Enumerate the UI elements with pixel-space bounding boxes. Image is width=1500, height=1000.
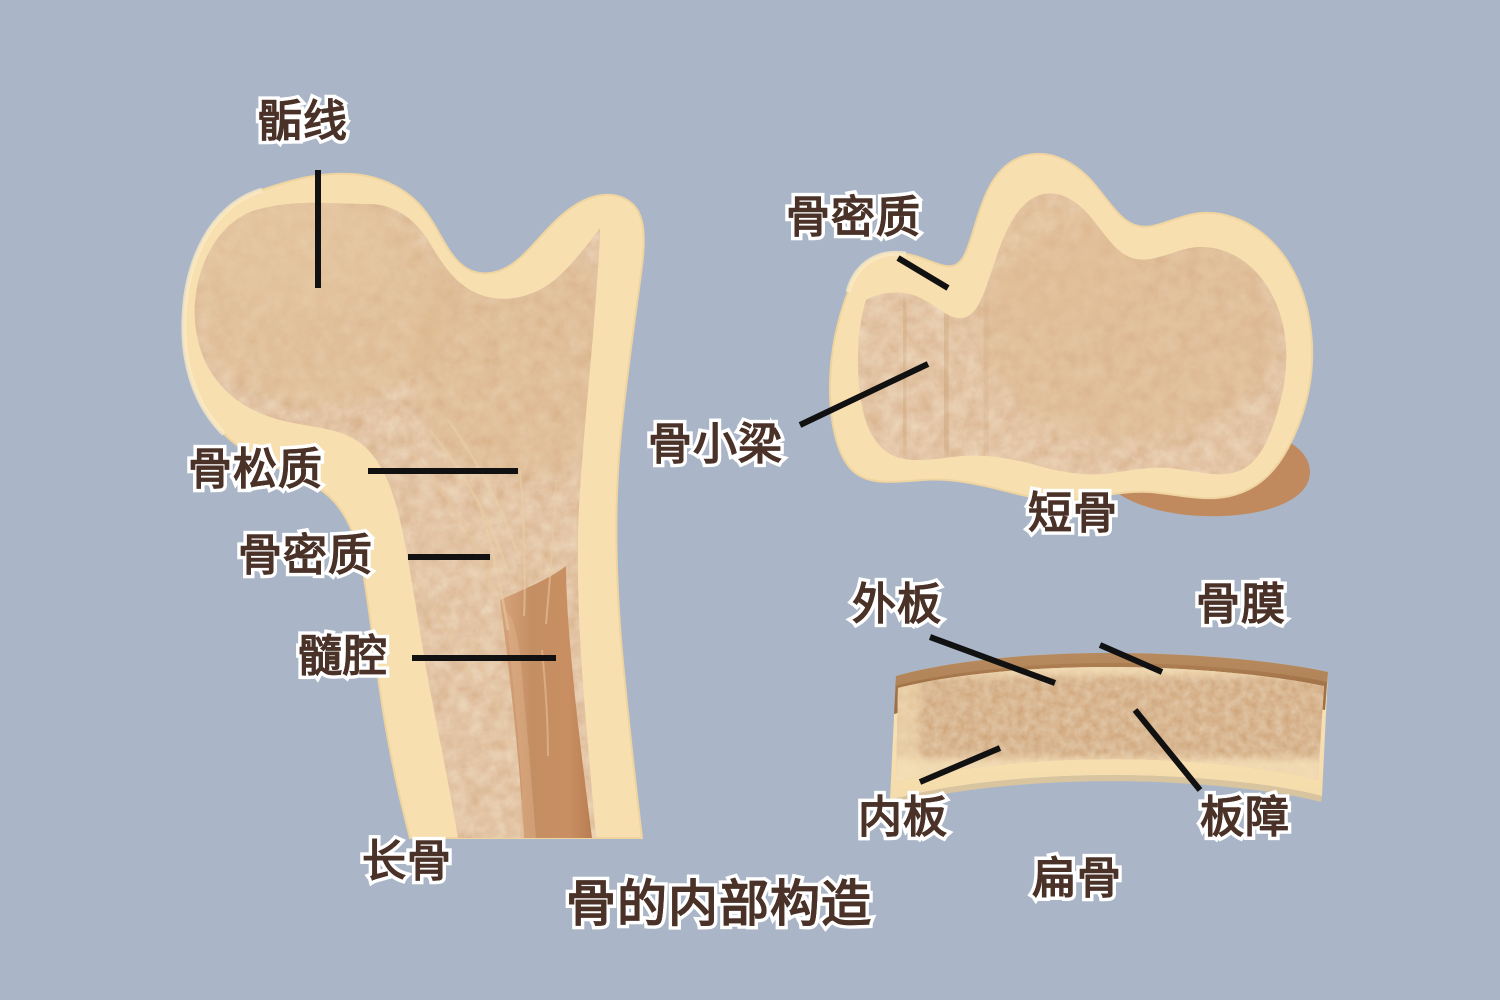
label-marrow-cavity-text: 髓腔 (298, 632, 388, 681)
caption-flat-bone-stroke: 扁骨 (1029, 853, 1125, 904)
leader-outer-table (928, 634, 1057, 686)
label-compact-bone-short-text: 骨密质 (786, 193, 921, 242)
label-diploe-text: 板障 (1200, 793, 1290, 842)
leader-short-compact (896, 255, 950, 291)
label-compact-bone-short-stroke: 骨密质 (783, 192, 924, 243)
label-outer-table-stroke: 外板 (849, 579, 945, 630)
label-trabecula-text: 骨小梁 (648, 420, 783, 469)
label-spongy-bone-text: 骨松质 (188, 445, 323, 494)
label-periosteum-stroke: 骨膜 (1193, 579, 1289, 630)
label-spongy-bone-stroke: 骨松质 (185, 444, 326, 495)
caption-short-bone-stroke: 短骨 (1025, 488, 1121, 539)
caption-short-bone-text: 短骨 (1028, 489, 1118, 538)
label-compact-bone-long-stroke: 骨密质 (235, 530, 376, 581)
label-epiphyseal-line-stroke: 骺线 (255, 96, 351, 147)
leader-trabecula (798, 361, 930, 428)
label-outer-table-text: 外板 (852, 580, 942, 629)
label-compact-bone-long-text: 骨密质 (238, 531, 373, 580)
leader-lines (315, 170, 1203, 792)
figure-title-text: 骨的内部构造 (566, 876, 872, 932)
long-bone-graphic (181, 172, 645, 839)
label-diploe-stroke: 板障 (1197, 792, 1293, 843)
label-periosteum-text: 骨膜 (1196, 580, 1286, 629)
leader-periosteum (1098, 642, 1164, 675)
caption-flat-bone-text: 扁骨 (1032, 854, 1122, 903)
short-bone-graphic (828, 152, 1314, 517)
label-inner-table-stroke: 内板 (855, 792, 951, 843)
flat-bone-graphic (889, 652, 1328, 806)
label-marrow-cavity-stroke: 髓腔 (295, 631, 391, 682)
caption-long-bone-stroke: 长骨 (359, 836, 455, 887)
label-epiphyseal-line-text: 骺线 (258, 97, 348, 146)
label-trabecula-stroke: 骨小梁 (645, 419, 786, 470)
caption-long-bone-text: 长骨 (362, 837, 452, 886)
leader-diploe (1132, 708, 1203, 792)
label-inner-table-text: 内板 (858, 793, 948, 842)
figure-title-stroke: 骨的内部构造 (563, 876, 875, 933)
leader-inner-table (918, 745, 1002, 785)
